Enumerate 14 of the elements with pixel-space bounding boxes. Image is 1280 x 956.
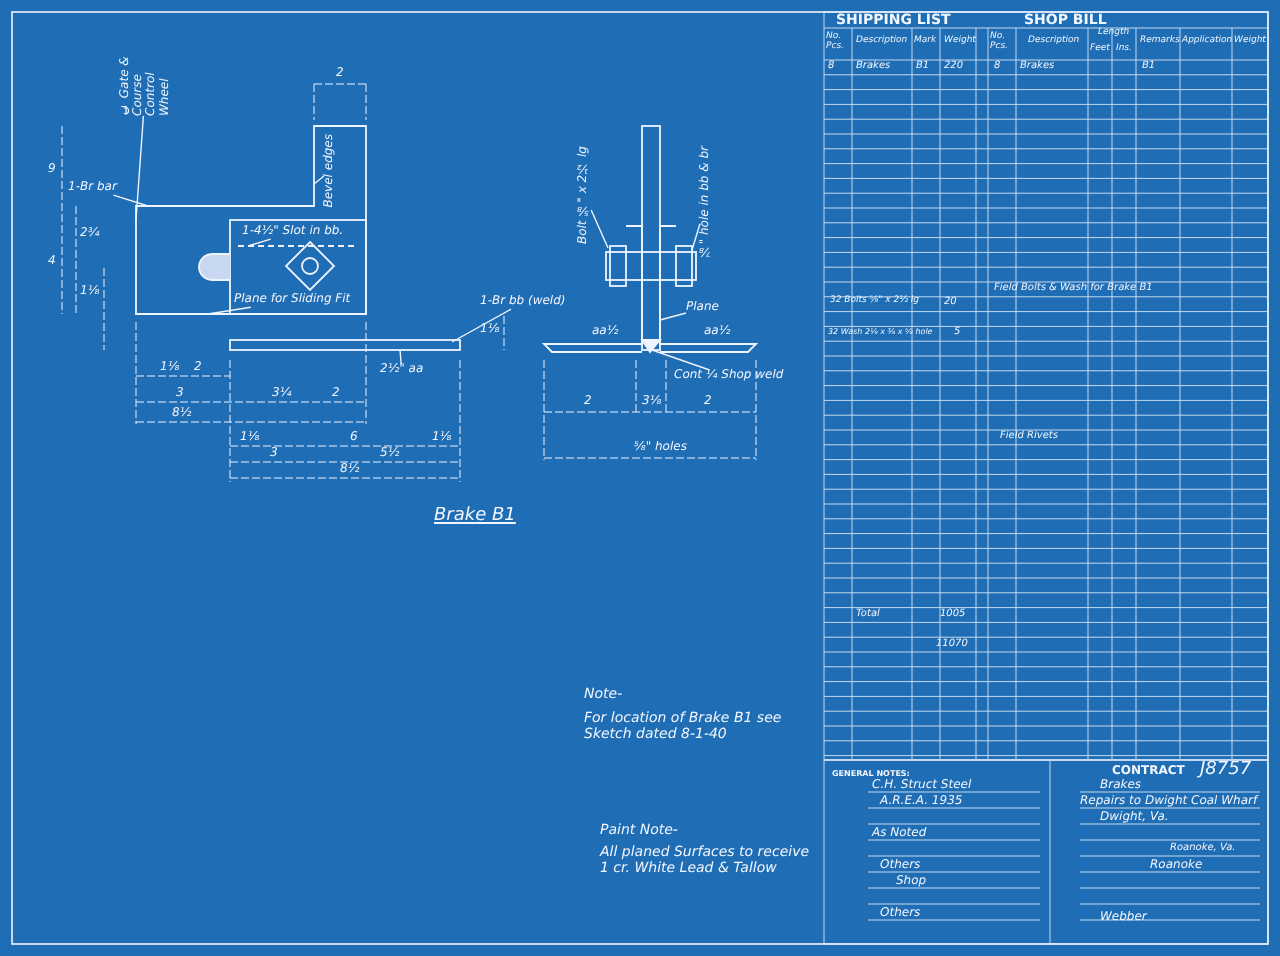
leader-line [135, 115, 145, 221]
leader-line [207, 306, 252, 315]
leader-line [659, 312, 687, 321]
leader-line [590, 209, 609, 249]
leader-line [651, 349, 711, 371]
drawing-title: Brake B1 [434, 508, 516, 528]
brake-front-view-drawing [135, 125, 461, 351]
leader-line [691, 223, 701, 251]
leader-line [451, 308, 512, 343]
leader-line [247, 238, 272, 247]
leader-line [112, 194, 149, 207]
leader-line [313, 175, 325, 185]
leader-line [399, 349, 402, 365]
title-block-entry: J8757 [1200, 762, 1252, 782]
